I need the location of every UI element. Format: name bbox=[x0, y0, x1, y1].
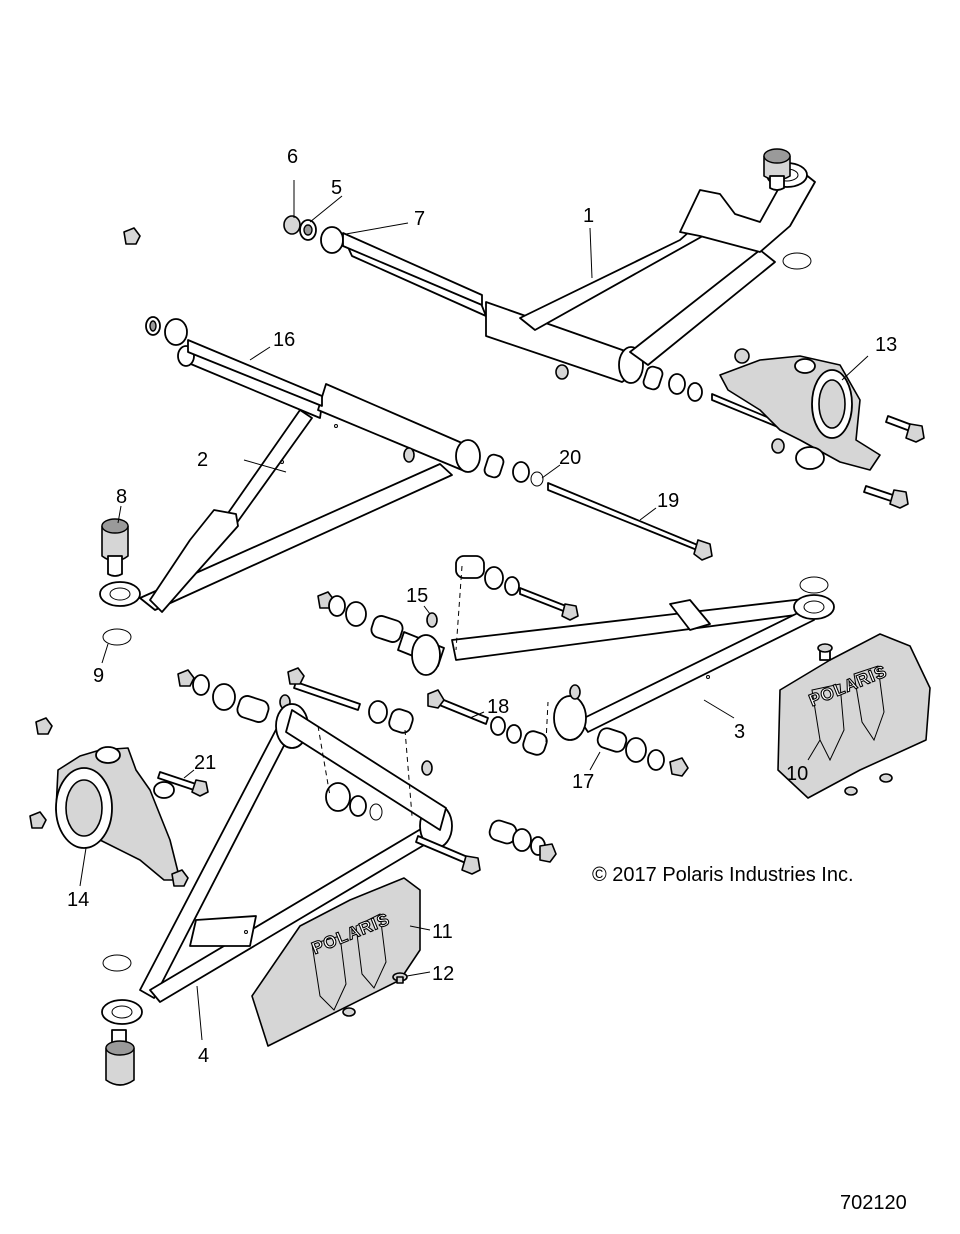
lower-left-a-arm bbox=[101, 703, 453, 1025]
skid-plate-rivet bbox=[879, 773, 893, 783]
callout-13: 13 bbox=[875, 334, 897, 356]
right-skid-plate-stud bbox=[817, 643, 833, 661]
copyright-notice: © 2017 Polaris Industries Inc. bbox=[592, 864, 854, 886]
lower-right-front-bushings bbox=[455, 555, 579, 651]
callout-20: 20 bbox=[559, 447, 581, 469]
callout-10: 10 bbox=[786, 763, 808, 785]
callout-labels: 1 2 3 4 5 6 7 8 9 10 11 12 13 14 15 16 1… bbox=[67, 146, 897, 1067]
leader-lines bbox=[79, 180, 869, 1041]
right-spindle bbox=[719, 348, 881, 471]
callout-1: 1 bbox=[583, 205, 594, 227]
rivet-12 bbox=[392, 972, 408, 984]
upper-left-circlip bbox=[102, 628, 132, 646]
callout-11: 11 bbox=[432, 921, 453, 943]
callout-14: 14 bbox=[67, 889, 89, 911]
left-spindle bbox=[29, 717, 189, 887]
callout-16: 16 bbox=[273, 329, 295, 351]
callout-4: 4 bbox=[198, 1045, 209, 1067]
upper-left-ball-joint bbox=[101, 518, 129, 577]
callout-17: 17 bbox=[572, 771, 594, 793]
left-skid-plate: POLARIS bbox=[251, 877, 421, 1047]
left-spindle-bolt bbox=[157, 771, 209, 797]
callout-21: 21 bbox=[194, 752, 216, 774]
lower-left-ball-joint bbox=[105, 1029, 135, 1086]
callout-7: 7 bbox=[414, 208, 425, 230]
lower-right-a-arm bbox=[317, 591, 835, 777]
callout-8: 8 bbox=[116, 486, 127, 508]
skid-plate-rivet bbox=[844, 786, 858, 796]
callout-5: 5 bbox=[331, 177, 342, 199]
right-spindle-bolts bbox=[863, 415, 925, 509]
lower-right-circlip bbox=[799, 576, 829, 594]
callout-12: 12 bbox=[432, 963, 454, 985]
callout-18: 18 bbox=[487, 696, 509, 718]
drawing-number: 702120 bbox=[840, 1192, 907, 1214]
upper-left-hardware bbox=[123, 227, 713, 561]
skid-plate-rivet bbox=[342, 1007, 356, 1017]
right-skid-plate: POLARIS bbox=[777, 633, 931, 799]
callout-9: 9 bbox=[93, 665, 104, 687]
callout-15: 15 bbox=[406, 585, 428, 607]
callout-2: 2 bbox=[197, 449, 208, 471]
lower-left-circlip bbox=[102, 954, 132, 972]
upper-right-circlip bbox=[782, 252, 812, 270]
callout-6: 6 bbox=[287, 146, 298, 168]
upper-right-ball-joint bbox=[763, 148, 791, 191]
callout-3: 3 bbox=[734, 721, 745, 743]
callout-19: 19 bbox=[657, 490, 679, 512]
lower-left-hardware bbox=[177, 667, 557, 875]
